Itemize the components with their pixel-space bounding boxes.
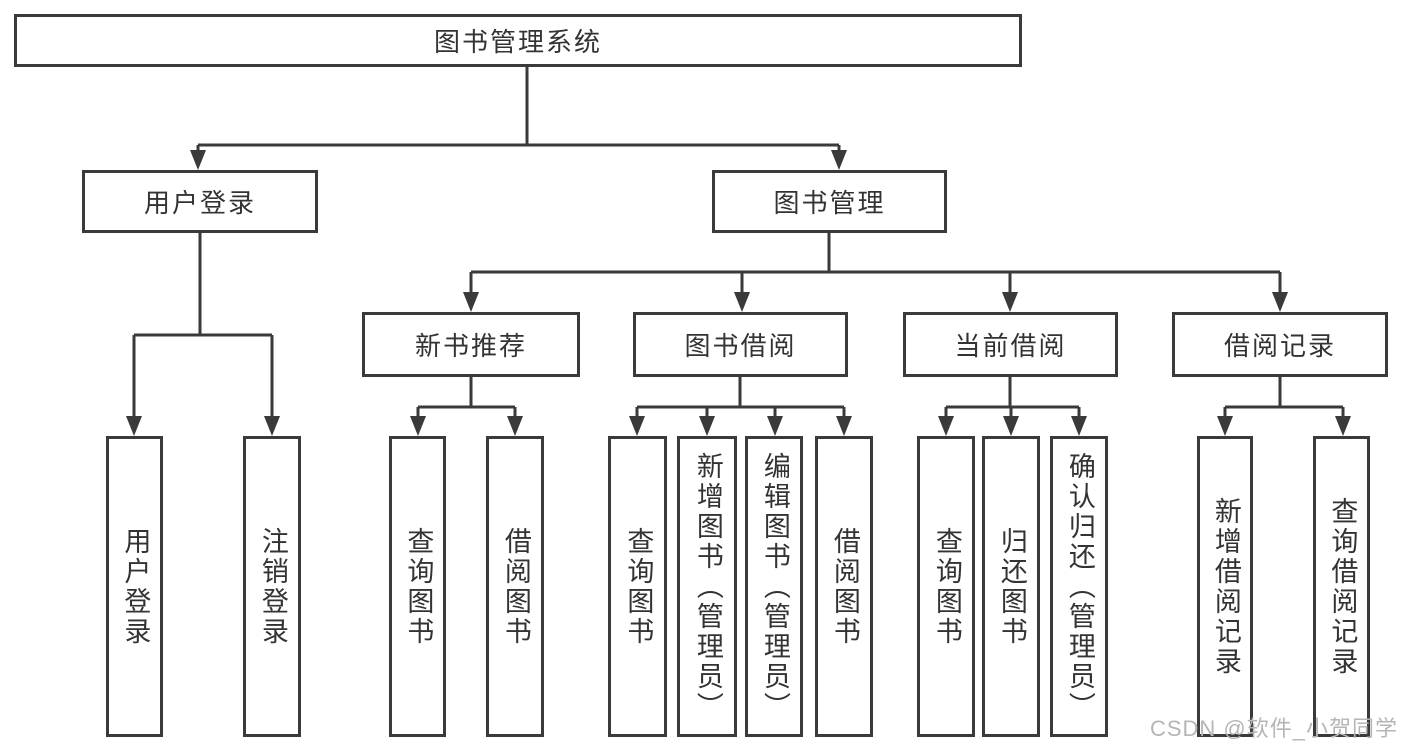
node-label: 新增借阅记录 xyxy=(1210,496,1241,677)
csdn-watermark: CSDN @软件_小贺同学 xyxy=(1149,716,1398,741)
node-book-borrowing: 图书借阅 xyxy=(633,312,848,377)
node-label: 查询借阅记录 xyxy=(1327,496,1358,677)
connector-newbook-to-leaves xyxy=(410,377,523,436)
node-user-login: 用户登录 xyxy=(82,170,318,233)
node-label: 查询图书 xyxy=(931,526,962,647)
leaf-confirm-return-admin: 确认归还（管理员） xyxy=(1050,436,1108,737)
node-new-book-recommendation: 新书推荐 xyxy=(362,312,580,377)
node-root-system: 图书管理系统 xyxy=(14,14,1022,67)
leaf-query-borrow-record: 查询借阅记录 xyxy=(1313,436,1370,737)
leaf-logout: 注销登录 xyxy=(243,436,301,737)
node-label: 图书借阅 xyxy=(684,331,797,361)
node-label: 图书管理 xyxy=(773,188,886,218)
connector-login-to-leaves xyxy=(126,233,280,436)
leaf-add-borrow-record: 新增借阅记录 xyxy=(1197,436,1253,737)
node-label: 查询图书 xyxy=(403,526,434,647)
node-label: 借阅记录 xyxy=(1223,331,1336,361)
node-label: 图书管理系统 xyxy=(433,27,602,57)
node-label: 当前借阅 xyxy=(954,331,1067,361)
node-label: 用户登录 xyxy=(120,526,151,647)
leaf-user-login: 用户登录 xyxy=(106,436,163,737)
node-current-borrowing: 当前借阅 xyxy=(903,312,1118,377)
node-label: 查询图书 xyxy=(623,526,654,647)
node-label: 借阅图书 xyxy=(500,526,531,647)
node-label: 借阅图书 xyxy=(829,526,860,647)
leaf-query-books-borrow: 查询图书 xyxy=(608,436,667,737)
node-label: 注销登录 xyxy=(257,526,288,647)
node-label: 新增图书（管理员） xyxy=(692,451,723,722)
leaf-add-books-admin: 新增图书（管理员） xyxy=(677,436,737,737)
leaf-query-books-current: 查询图书 xyxy=(917,436,975,737)
leaf-query-books-recommend: 查询图书 xyxy=(389,436,446,737)
node-label: 归还图书 xyxy=(996,526,1027,647)
leaf-edit-books-admin: 编辑图书（管理员） xyxy=(745,436,803,737)
node-label: 新书推荐 xyxy=(414,331,527,361)
connector-mgmt-to-level3 xyxy=(463,233,1288,312)
node-label: 编辑图书（管理员） xyxy=(759,451,790,722)
connector-borrow-to-leaves xyxy=(629,377,852,436)
node-book-management: 图书管理 xyxy=(712,170,947,233)
leaf-borrow-books-recommend: 借阅图书 xyxy=(486,436,544,737)
connector-current-to-leaves xyxy=(938,377,1087,436)
connector-record-to-leaves xyxy=(1217,377,1351,436)
leaf-return-books: 归还图书 xyxy=(982,436,1040,737)
leaf-borrow-books: 借阅图书 xyxy=(815,436,873,737)
node-borrowing-records: 借阅记录 xyxy=(1172,312,1388,377)
node-label: 确认归还（管理员） xyxy=(1064,451,1095,722)
connector-root-to-level2 xyxy=(190,67,847,170)
node-label: 用户登录 xyxy=(143,188,256,218)
